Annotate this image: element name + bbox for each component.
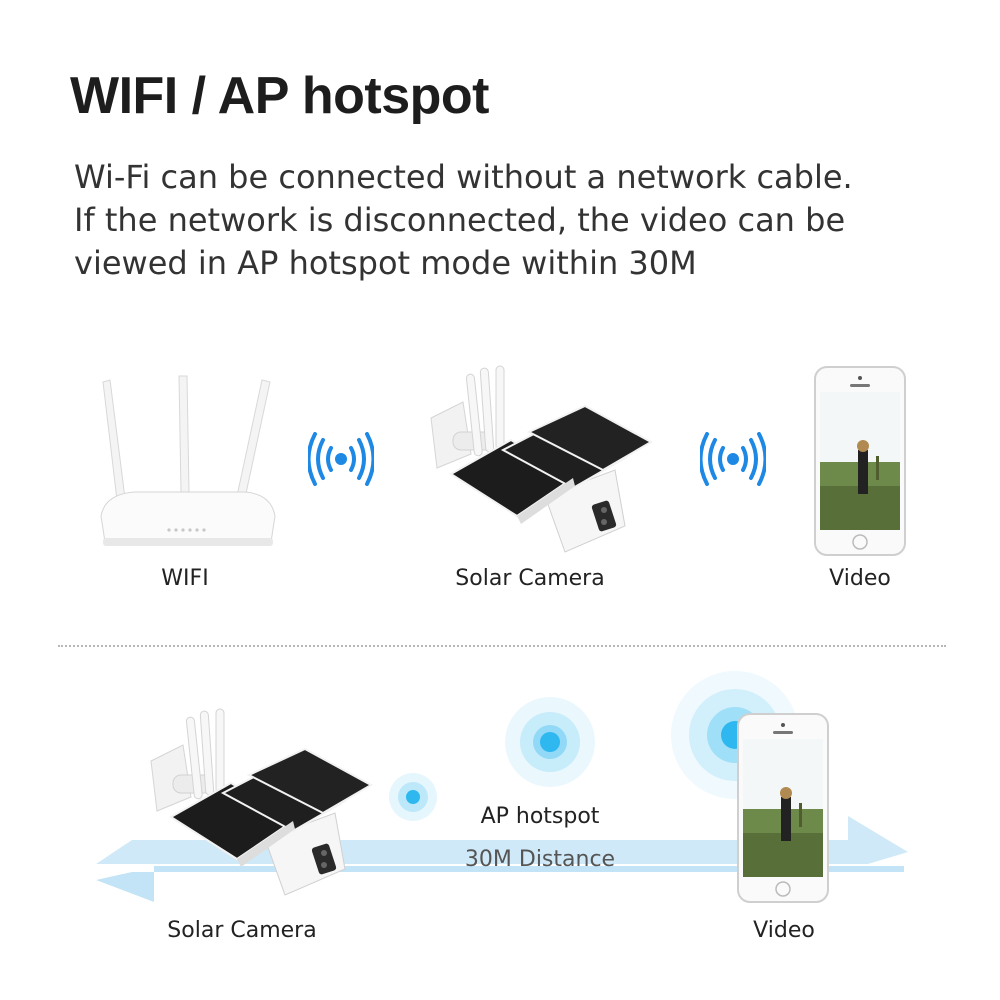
wifi-label: WIFI xyxy=(161,566,209,591)
solar-camera-image xyxy=(430,365,654,553)
page-title: WIFI / AP hotspot xyxy=(70,67,490,125)
video-label-bottom: Video xyxy=(753,918,815,943)
smartphone-image xyxy=(814,366,906,556)
description-line-3: viewed in AP hotspot mode within 30M xyxy=(74,244,697,282)
ripple-small-icon xyxy=(389,773,437,821)
solar-panels-bottom xyxy=(169,747,374,867)
solar-camera-image-bottom xyxy=(150,708,374,896)
description: Wi-Fi can be connected without a network… xyxy=(74,156,954,285)
section-divider xyxy=(58,645,946,647)
router-image xyxy=(100,375,276,546)
smartphone-image-bottom xyxy=(737,713,829,903)
solar-panels xyxy=(449,404,654,524)
wireless-signal-icon-2 xyxy=(700,432,766,486)
ap-hotspot-label: AP hotspot xyxy=(480,804,600,829)
solar-camera-label-bottom: Solar Camera xyxy=(167,918,317,943)
solar-camera-label: Solar Camera xyxy=(455,566,605,591)
ripple-medium-icon xyxy=(505,697,595,787)
description-line-2: If the network is disconnected, the vide… xyxy=(74,201,846,239)
distance-label: 30M Distance xyxy=(464,847,616,872)
wireless-signal-icon xyxy=(308,432,374,486)
description-line-1: Wi-Fi can be connected without a network… xyxy=(74,158,853,196)
video-label: Video xyxy=(829,566,891,591)
router-antennas xyxy=(102,375,271,501)
